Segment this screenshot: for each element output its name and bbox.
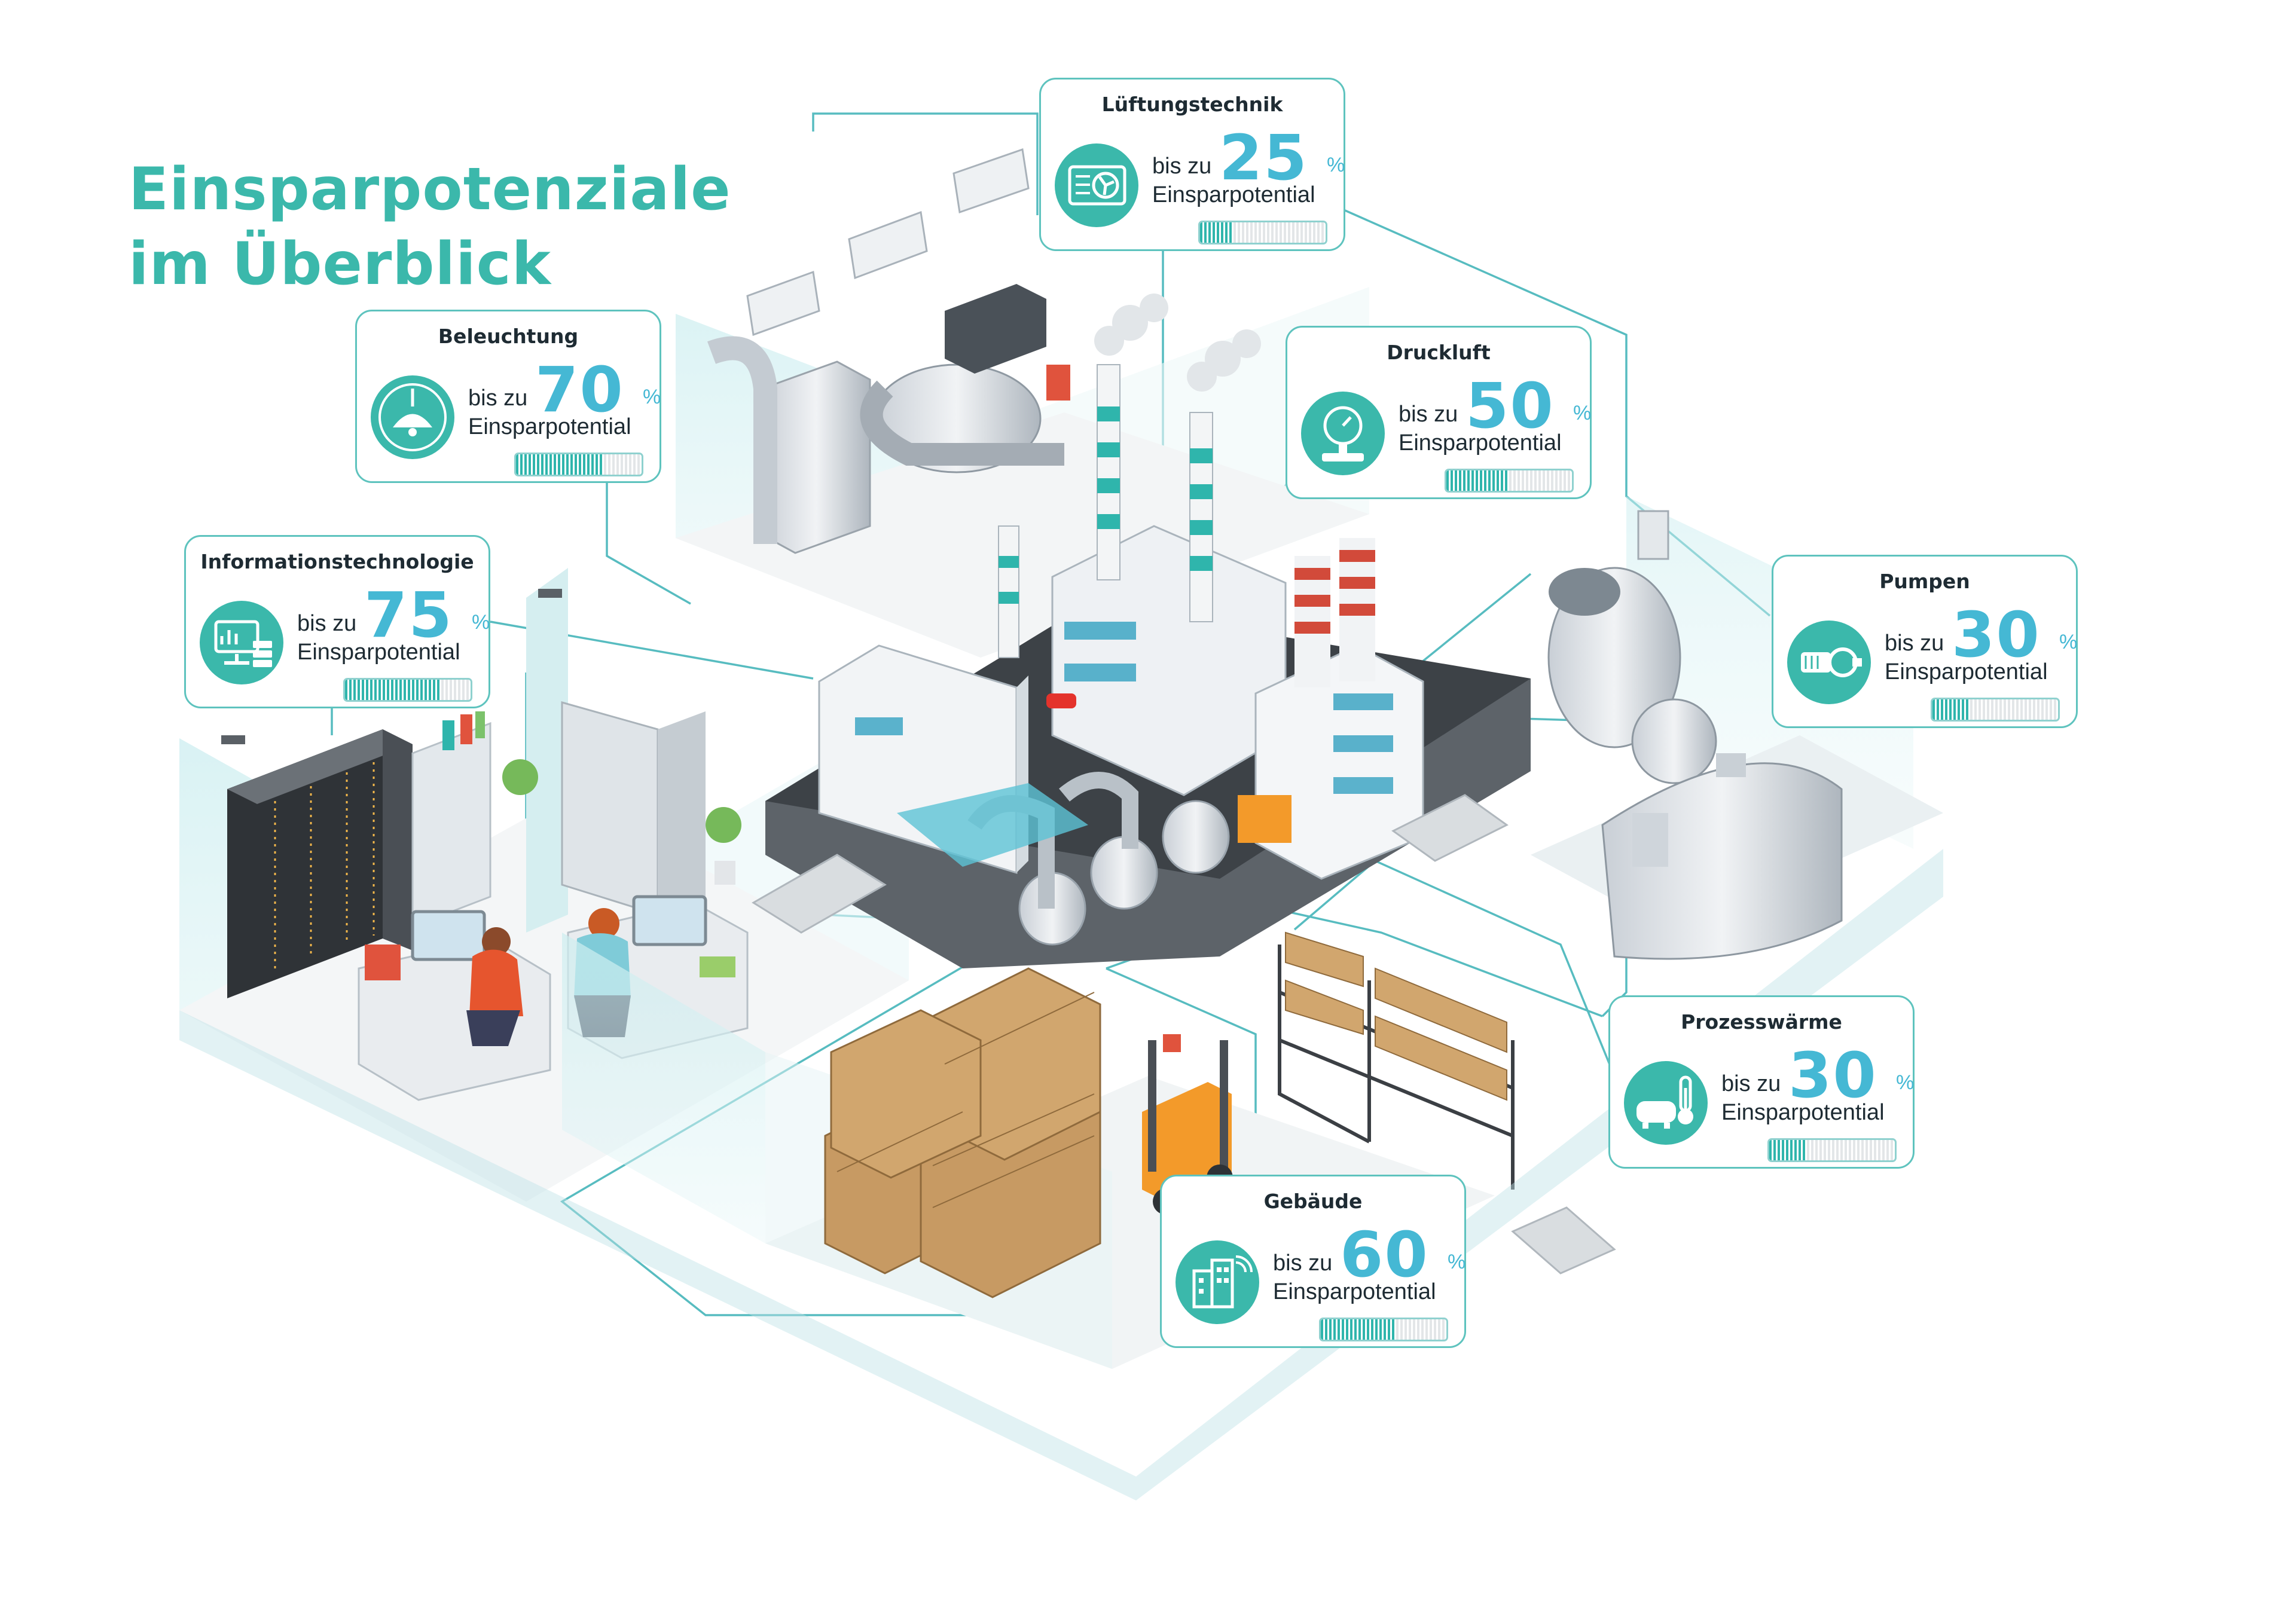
page-title: Einsparpotenziale im Überblick [129,152,731,302]
card-label: Einsparpotential [1273,1279,1436,1304]
card-prefix: bis zu [1273,1251,1333,1276]
card-value: 60 [1340,1218,1429,1291]
card-value: 30 [1952,598,2041,671]
pallet-stacks [824,967,1101,1298]
card-prefix: bis zu [1152,154,1212,179]
savings-bar [1931,698,2060,722]
savings-bar [1198,221,1327,244]
smart-building-icon [1176,1240,1259,1324]
savings-bar [514,453,643,476]
card-prefix: bis zu [1885,631,1944,656]
card-prefix: bis zu [468,386,528,411]
card-value: 50 [1465,369,1555,442]
split-ac-units [746,148,1030,337]
card-prefix: bis zu [1399,402,1458,427]
card-label: Einsparpotential [297,640,460,665]
savings-bar-fill [516,454,604,475]
card-label: Einsparpotential [1721,1100,1885,1125]
ceiling-lamp-icon [371,375,454,459]
pump-icon [1787,621,1871,704]
card-druckluft: Druckluft bis zu 50 % Einsparpotential [1286,326,1592,499]
card-title: Gebäude [1263,1190,1363,1213]
card-gebaeude: Gebäude bis zu 60 % Einsparpotential [1160,1175,1466,1348]
server-racks [227,729,413,998]
card-value: 75 [364,579,453,652]
card-prozesswaerme: Prozesswärme bis zu 30 % Einsparpotentia… [1608,995,1915,1169]
card-unit: % [643,386,661,408]
warehouse [562,931,1515,1369]
savings-bar [1767,1138,1897,1162]
monitor-server-icon [200,601,283,684]
card-label: Einsparpotential [468,414,631,439]
card-title: Pumpen [1879,570,1970,593]
savings-bar-fill [1321,1319,1396,1340]
savings-bar [1319,1318,1448,1341]
savings-bar [1445,469,1574,493]
card-value: 30 [1788,1039,1877,1112]
savings-bar [343,678,472,702]
card-unit: % [1573,402,1592,424]
card-label: Einsparpotential [1399,430,1562,456]
chimneys [998,294,1375,687]
stairs [752,794,1616,1274]
card-unit: % [1896,1071,1915,1094]
card-title: Druckluft [1387,341,1491,364]
savings-bar-fill [1932,699,1970,720]
thermometer-tank-icon [1624,1061,1708,1145]
card-value: 25 [1219,121,1308,194]
card-beleuchtung: Beleuchtung bis zu 70 % Einsparpotential [355,310,661,483]
card-lueftungstechnik: Lüftungstechnik bis zu 25 % Einsparpoten… [1039,78,1345,251]
savings-bar-fill [1446,470,1509,491]
card-prefix: bis zu [297,611,357,636]
tanks [1018,800,1230,946]
page-title-line1: Einsparpotenziale [129,155,731,224]
card-pumpen: Pumpen bis zu 30 % Einsparpotential [1772,555,2078,728]
card-prefix: bis zu [1721,1071,1781,1096]
factory-platform [765,294,1531,968]
card-title: Beleuchtung [438,325,579,348]
card-unit: % [2059,631,2078,653]
pressure-gauge-icon [1301,392,1385,475]
savings-bar-fill [1200,222,1232,243]
card-unit: % [1448,1251,1466,1273]
savings-bar-fill [1769,1140,1807,1160]
card-title: Prozesswärme [1681,1010,1842,1034]
ventilation-icon [1055,143,1138,227]
card-title: Lüftungstechnik [1101,93,1283,116]
card-title: Informationstechnologie [200,550,474,573]
savings-bar-fill [345,680,439,700]
card-value: 70 [535,353,624,426]
pump-room [1531,496,1943,960]
page-title-line2: im Überblick [129,230,551,298]
card-unit: % [472,611,490,634]
card-unit: % [1327,154,1345,176]
card-informationstechnologie: Informationstechnologie bis zu 75 % Eins… [184,535,490,708]
card-label: Einsparpotential [1885,659,2048,684]
card-label: Einsparpotential [1152,182,1315,207]
